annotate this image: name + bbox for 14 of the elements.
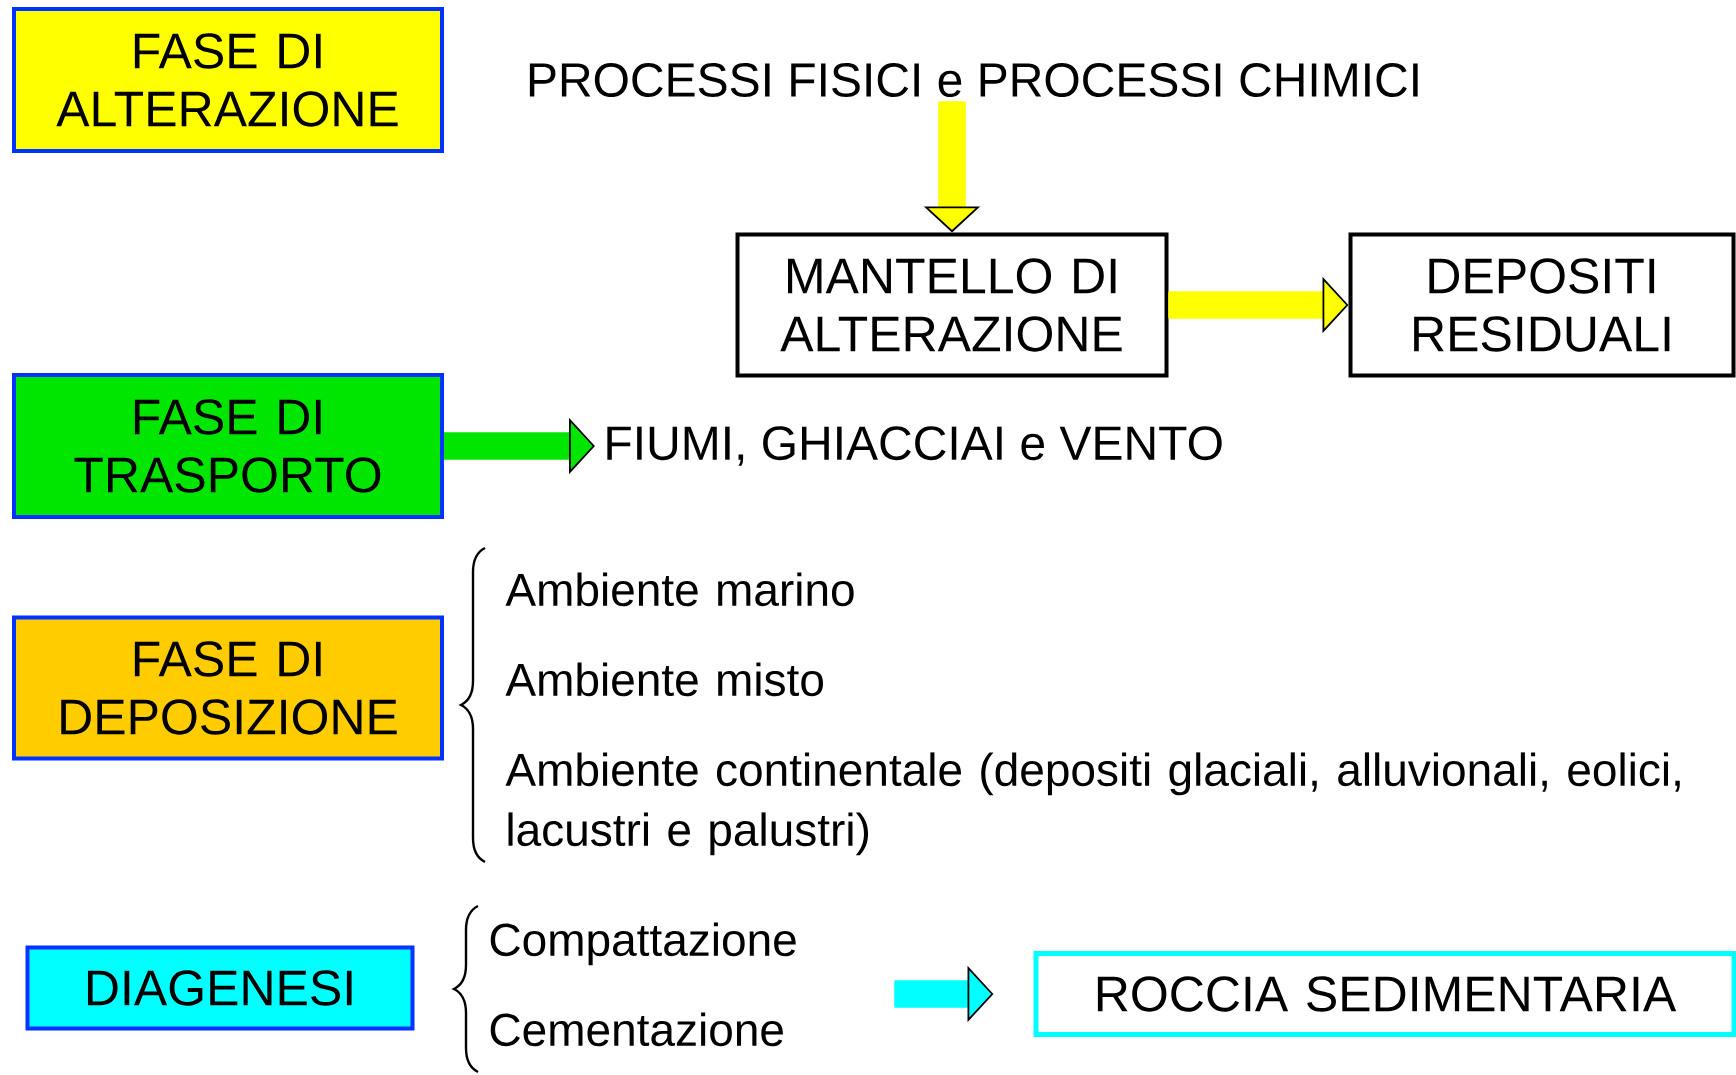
list-item: Ambiente continentale (depositi glaciali, alluvionali, eolici, lacustri e palustri) bbox=[505, 752, 1680, 856]
result-box: ROCCIA SEDIMENTARIA bbox=[1033, 951, 1736, 1037]
process-text: PROCESSI FISICI e PROCESSI CHIMICI bbox=[529, 63, 1418, 97]
list-item: Ambiente marino bbox=[505, 572, 854, 607]
agent-text: FIUMI, GHIACCIAI e VENTO bbox=[607, 426, 1222, 466]
phase-box: FASE DI ALTERAZIONE bbox=[12, 7, 444, 153]
phase-box: FASE DI TRASPORTO bbox=[12, 373, 444, 519]
list-item: Ambiente misto bbox=[505, 662, 823, 697]
phase-box: FASE DI DEPOSIZIONE bbox=[12, 615, 444, 761]
result-box: DEPOSITI RESIDUALI bbox=[1348, 232, 1736, 378]
phase-box: DIAGENESI bbox=[25, 945, 415, 1031]
process-box: MANTELLO DI ALTERAZIONE bbox=[735, 232, 1169, 378]
list-item: Compattazione bbox=[490, 922, 796, 966]
list-item: Cementazione bbox=[490, 1012, 783, 1047]
